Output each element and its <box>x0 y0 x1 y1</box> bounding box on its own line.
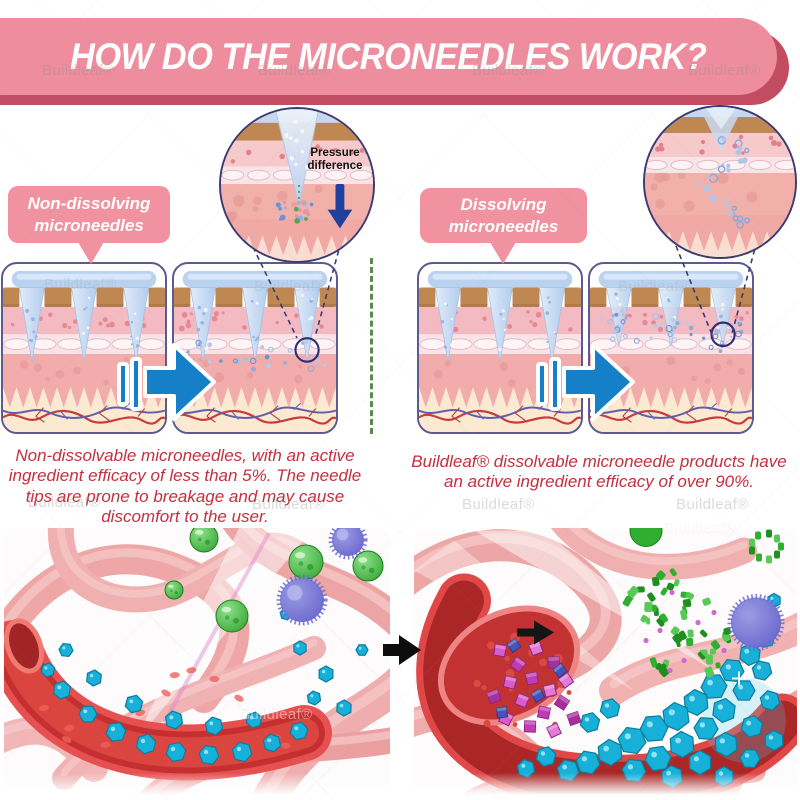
pressure-difference-caption: Pressure difference <box>307 147 363 173</box>
watermark: Buildleaf® <box>688 62 761 79</box>
magnifier-inset-left: Pressure difference <box>219 107 375 263</box>
label-dissolving: Dissolving microneedles <box>420 188 587 265</box>
watermark: Buildleaf® <box>28 494 101 511</box>
description-dissolving: Buildleaf® dissolvable microneedle produ… <box>411 452 787 492</box>
watermark: Buildleaf® <box>240 706 313 723</box>
watermark: Buildleaf® <box>44 276 117 293</box>
watermark: Buildleaf® <box>664 520 737 537</box>
description-non-dissolving: Non-dissolvable microneedles, with an ac… <box>8 446 362 527</box>
skin-panel-dissolving-after <box>588 262 754 434</box>
arrow-right-icon <box>117 343 216 421</box>
watermark: Buildleaf® <box>252 496 325 513</box>
watermark: Buildleaf® <box>42 62 115 79</box>
banner: HOW DO THE MICRONEEDLES WORK? <box>0 18 777 95</box>
dashed-divider <box>370 258 373 434</box>
blood-vessel-render-after <box>414 528 797 795</box>
watermark: Buildleaf® <box>618 278 691 295</box>
page-title: HOW DO THE MICRONEEDLES WORK? <box>70 35 707 77</box>
magnifier-inset-right <box>643 105 797 259</box>
watermark: Buildleaf® <box>254 278 327 295</box>
watermark: Buildleaf® <box>258 62 331 79</box>
skin-panel-nondissolving-before <box>1 262 167 434</box>
label-non-dissolving: Non-dissolving microneedles <box>8 186 170 265</box>
arrow-right-icon <box>536 343 635 421</box>
blood-vessel-render-before <box>4 528 390 795</box>
watermark: Buildleaf® <box>472 62 545 79</box>
watermark: Buildleaf® <box>676 496 749 513</box>
watermark: Buildleaf® <box>462 496 535 513</box>
label-text: Dissolving microneedles <box>448 195 559 236</box>
label-text: Non-dissolving microneedles <box>27 194 151 235</box>
transition-arrow-icon <box>383 635 421 665</box>
